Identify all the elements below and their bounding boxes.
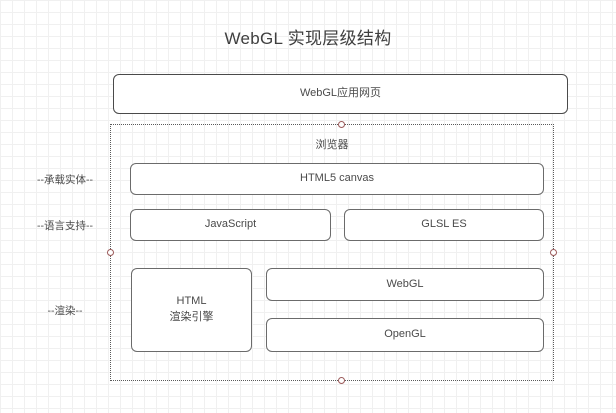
- node-html-render-engine[interactable]: HTML 渲染引擎: [131, 268, 252, 352]
- resize-handle-right[interactable]: [550, 249, 557, 256]
- node-html-render-engine-label-line2: 渲染引擎: [169, 311, 214, 323]
- node-opengl[interactable]: OpenGL: [266, 318, 544, 352]
- node-html5-canvas-label: HTML5 canvas: [300, 172, 374, 185]
- node-glsl-es[interactable]: GLSL ES: [344, 209, 544, 241]
- node-webgl[interactable]: WebGL: [266, 268, 544, 301]
- node-javascript-label: JavaScript: [204, 218, 257, 231]
- node-html-render-engine-label-line1: HTML: [176, 295, 207, 308]
- resize-handle-bottom[interactable]: [338, 377, 345, 384]
- node-html5-canvas[interactable]: HTML5 canvas: [130, 163, 544, 195]
- layer-label-render: --渲染--: [47, 305, 83, 317]
- node-webgl-app-page[interactable]: WebGL应用网页: [113, 74, 568, 114]
- layer-label-carrier: --承载实体--: [37, 174, 93, 186]
- node-webgl-app-page-label: WebGL应用网页: [299, 87, 382, 100]
- resize-handle-top[interactable]: [338, 121, 345, 128]
- node-webgl-label: WebGL: [386, 277, 424, 290]
- node-opengl-label: OpenGL: [384, 328, 426, 341]
- browser-container-label: 浏览器: [315, 139, 349, 151]
- node-glsl-es-label: GLSL ES: [421, 218, 467, 231]
- page-title: WebGL 实现层级结构: [224, 29, 392, 48]
- node-javascript[interactable]: JavaScript: [130, 209, 331, 241]
- layer-label-language: --语言支持--: [37, 220, 93, 232]
- resize-handle-left[interactable]: [107, 249, 114, 256]
